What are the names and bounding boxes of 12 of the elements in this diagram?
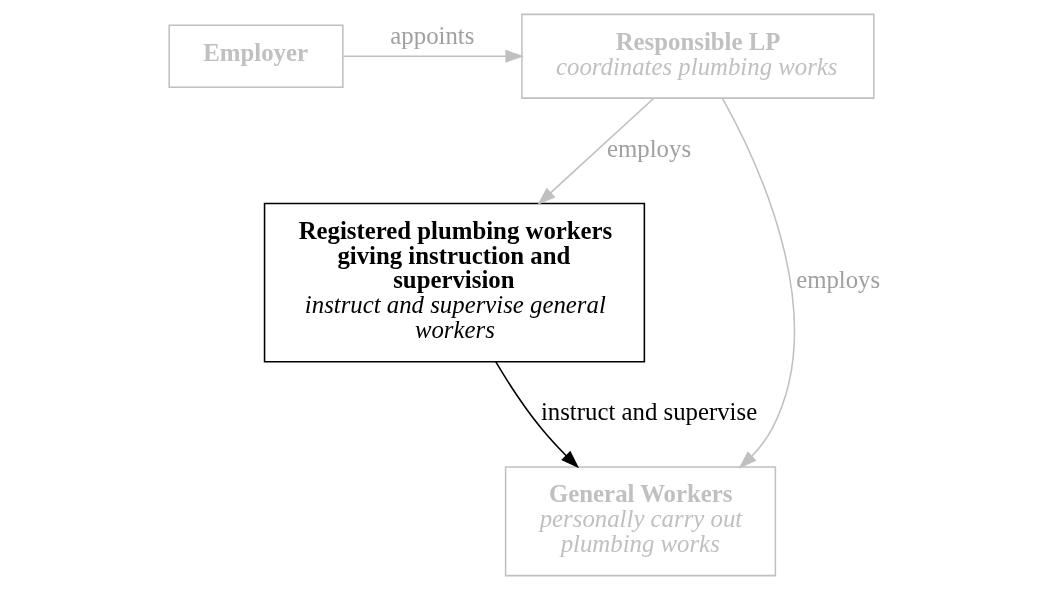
arrow [537,97,655,206]
node-box: General Workers personally carry out plumbing works [504,466,777,577]
node-box: Responsible LP coordinates plumbing works [521,13,875,99]
node-box: Registered plumbing workers giving instruction and supervision instruct and supervise general workers [263,202,646,363]
edge-label: employs [796,266,881,294]
arrow [721,97,796,469]
edge-label: employs [607,134,692,162]
edge-label: instruct and supervise [540,398,758,426]
arrow [342,49,524,63]
node-box: Employer [168,24,344,89]
arrow [494,360,580,469]
edge-label: appoints [390,21,475,49]
